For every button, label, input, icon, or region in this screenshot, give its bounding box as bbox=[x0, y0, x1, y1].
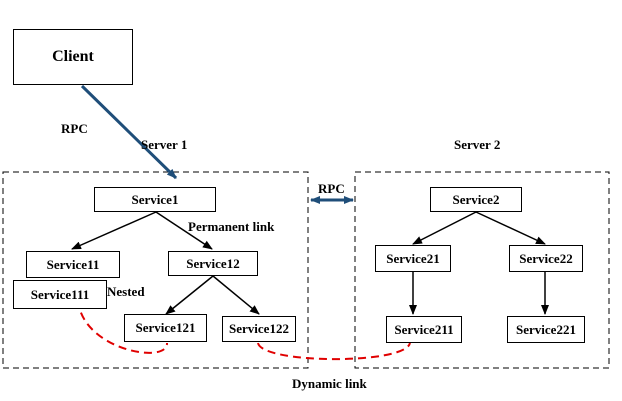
service221-box: Service221 bbox=[507, 316, 585, 343]
client-rpc-arrow bbox=[80, 84, 178, 180]
service2-box: Service2 bbox=[430, 187, 522, 212]
permanent-link-label: Permanent link bbox=[188, 219, 275, 234]
service111-box: Service111 bbox=[13, 280, 107, 309]
rpc-servers-label: RPC bbox=[318, 181, 345, 196]
server2-label: Server 2 bbox=[454, 137, 501, 152]
edge-service2-service22 bbox=[475, 211, 546, 245]
edge-service2-service21 bbox=[412, 211, 477, 245]
service11-box: Service11 bbox=[26, 251, 120, 278]
service22-box: Service22 bbox=[509, 245, 583, 272]
dynamic-link-label: Dynamic link bbox=[292, 376, 367, 391]
service211-box: Service211 bbox=[386, 316, 462, 343]
service121-box: Service121 bbox=[124, 314, 207, 342]
edge-service12-service121 bbox=[165, 275, 214, 315]
rpc-client-label: RPC bbox=[61, 121, 88, 136]
dynamic-link-curve bbox=[77, 299, 411, 361]
server2-region bbox=[354, 171, 610, 369]
service122-box: Service122 bbox=[222, 316, 296, 342]
edge-service12-service122 bbox=[212, 275, 260, 315]
service1-box: Service1 bbox=[94, 187, 216, 212]
service21-box: Service21 bbox=[375, 245, 451, 272]
service12-box: Service12 bbox=[168, 251, 258, 276]
edge-service1-service11 bbox=[71, 211, 157, 250]
server1-label: Server 1 bbox=[141, 137, 188, 152]
edge-service1-service12 bbox=[155, 211, 213, 250]
server1-region bbox=[2, 171, 309, 369]
nested-label: Nested bbox=[107, 284, 145, 299]
client-box: Client bbox=[13, 29, 133, 85]
